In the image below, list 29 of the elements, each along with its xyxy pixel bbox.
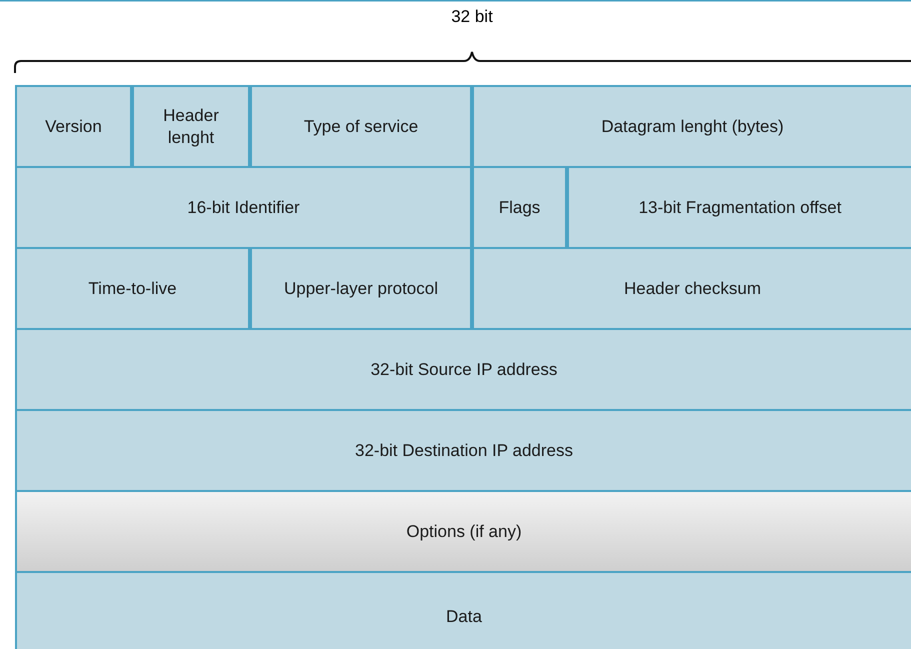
header-field	[472, 85, 911, 168]
header-field	[15, 328, 911, 411]
field-name: 13-bit Fragmentation offset	[638, 196, 842, 218]
header-field	[250, 85, 472, 168]
header-field	[15, 166, 472, 249]
field-name: 32-bit Source IP address	[370, 358, 558, 380]
header-field	[15, 571, 911, 649]
header-field	[567, 166, 911, 249]
header-field	[15, 490, 911, 573]
field-name: Options (if any)	[406, 520, 522, 542]
field-name: Header lenght	[162, 105, 220, 148]
width-label: 32 bit	[450, 7, 494, 27]
header-field	[472, 247, 911, 330]
header-field	[15, 85, 132, 168]
header-field	[472, 166, 567, 249]
field-name: Flags	[498, 196, 540, 218]
field-name: Upper-layer protocol	[284, 278, 438, 300]
header-field	[132, 85, 250, 168]
field-name: Version	[45, 116, 102, 138]
field-name: Type of service	[304, 116, 418, 138]
field-name: Data	[446, 606, 482, 628]
field-name: 32-bit Destination IP address	[355, 440, 573, 462]
header-field	[15, 409, 911, 492]
header-field	[250, 247, 472, 330]
field-name: 16-bit Identifier	[187, 196, 300, 218]
header-field	[15, 247, 250, 330]
field-name: Time-to-live	[88, 278, 177, 300]
field-name: Header checksum	[624, 278, 761, 300]
field-name: Datagram lenght (bytes)	[601, 116, 784, 138]
